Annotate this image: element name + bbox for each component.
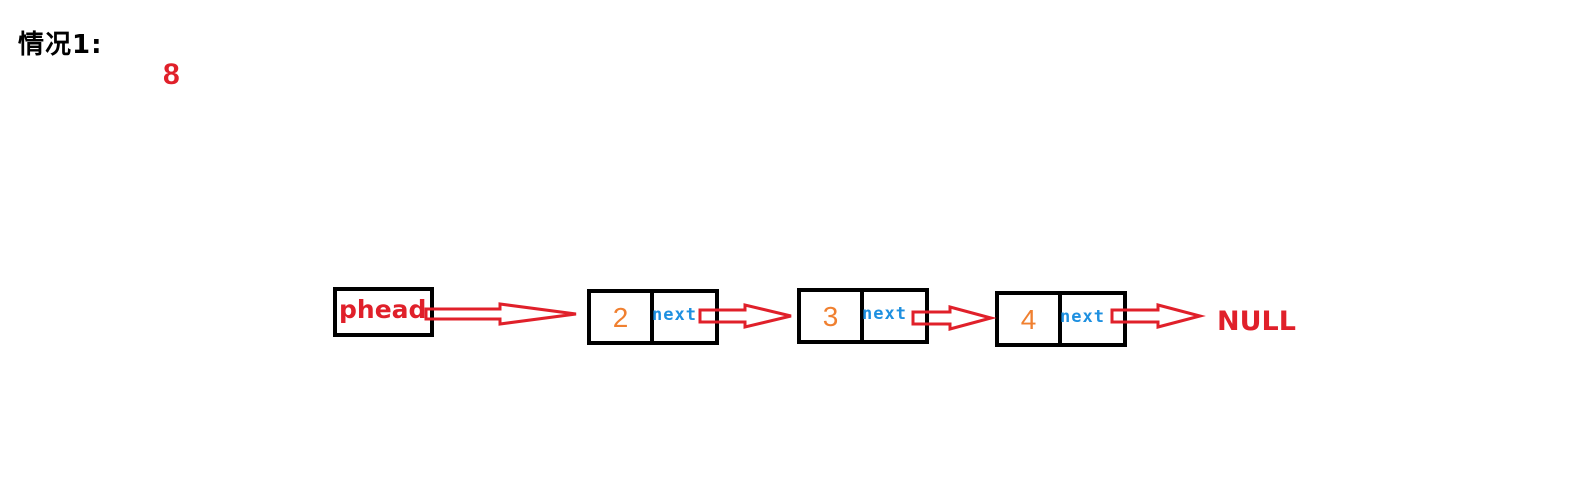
node-next-cell: next [862, 292, 925, 340]
node-data-cell: 3 [801, 292, 864, 340]
node-next-cell: next [1060, 295, 1123, 343]
case-title: 情况1: [18, 30, 103, 60]
node-data-value: 2 [612, 302, 629, 333]
phead-label: phead [339, 295, 427, 324]
phead-box: phead [333, 287, 434, 337]
list-node: 4 next [995, 291, 1127, 347]
new-node-value: 8 [163, 58, 180, 91]
node-next-label: next [1060, 307, 1105, 327]
arrow-phead-to-node1 [424, 302, 577, 326]
node-data-cell: 4 [999, 295, 1062, 343]
node-next-label: next [652, 305, 697, 325]
null-label: NULL [1217, 306, 1296, 337]
list-node: 2 next [587, 289, 719, 345]
node-next-cell: next [652, 293, 715, 341]
node-data-value: 4 [1020, 304, 1037, 335]
list-node: 3 next [797, 288, 929, 344]
node-data-cell: 2 [591, 293, 654, 341]
node-data-value: 3 [822, 301, 839, 332]
node-next-label: next [862, 304, 907, 324]
